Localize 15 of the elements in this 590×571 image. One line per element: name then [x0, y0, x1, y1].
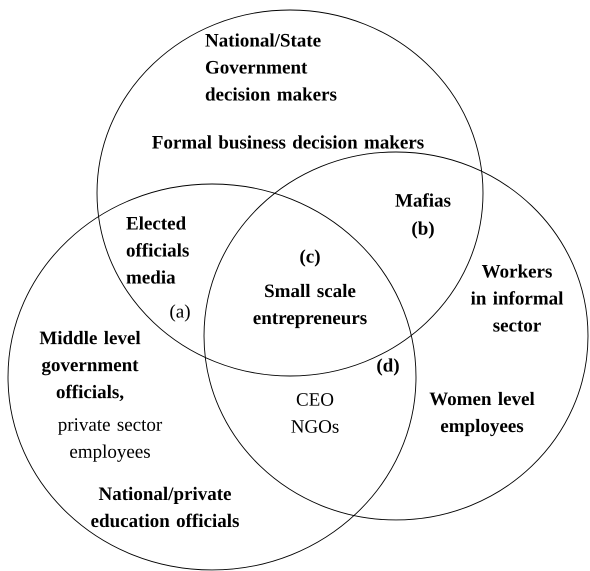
group-label: Elected officials media [126, 216, 189, 284]
group-label: Women level employees [430, 392, 534, 436]
group-label: Mafias [395, 193, 450, 207]
group-label: National/private education officials [91, 486, 239, 528]
group-label: CEO NGOs [291, 393, 339, 433]
group-label: Workers in informal sector [470, 264, 564, 332]
region-letter: (a) [170, 304, 190, 322]
group-label: National/State Government decision makers [205, 33, 336, 101]
group-label: Middle level government officials, [40, 330, 140, 402]
group-label: Small scale entrepreneurs [253, 284, 367, 328]
group-label: private sector employees [58, 418, 162, 462]
region-letter: (d) [377, 358, 399, 376]
region-letter: (c) [300, 249, 320, 267]
group-label: Formal business decision makers [152, 135, 424, 149]
region-letter: (b) [412, 221, 434, 239]
